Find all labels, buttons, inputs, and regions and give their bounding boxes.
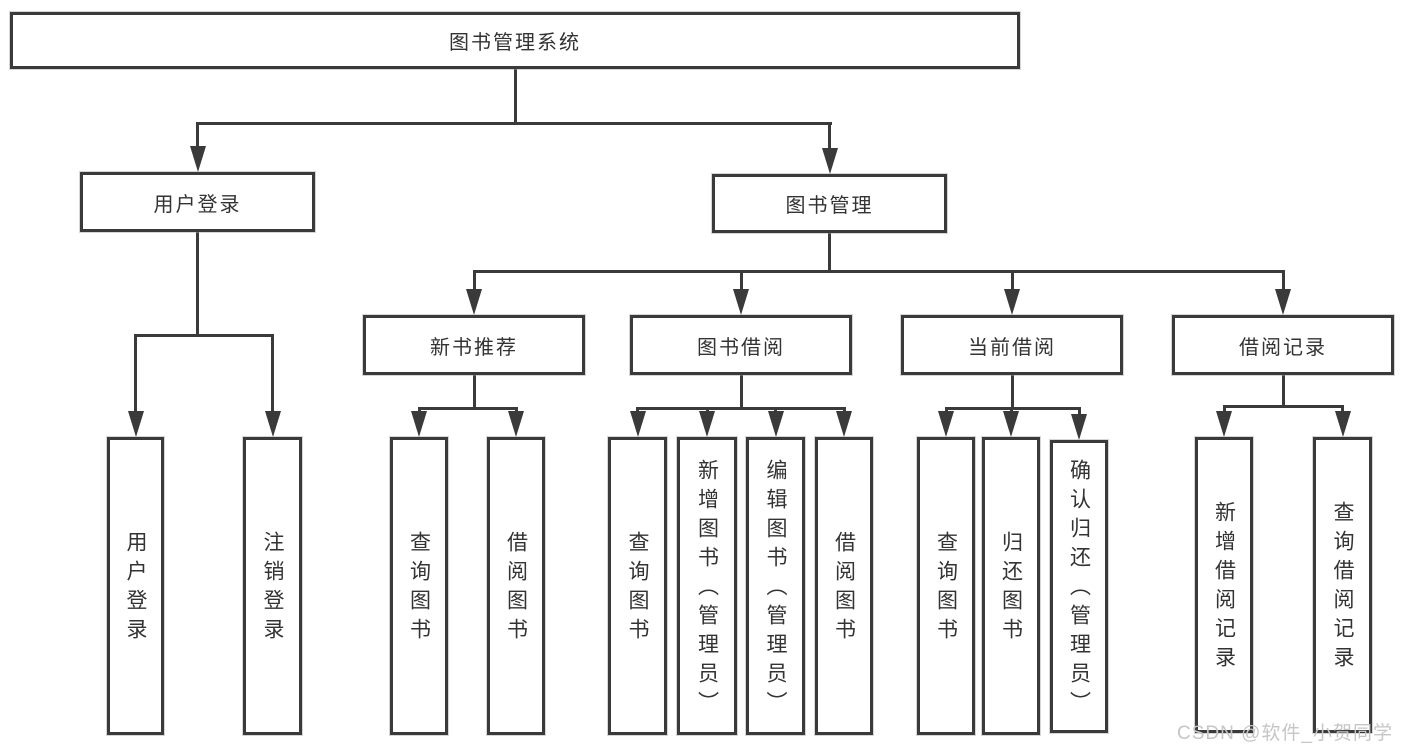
node-borrow-record: 借阅记录 [1172, 315, 1394, 375]
connector-arrowhead [411, 411, 427, 437]
node-nbr-query-books: 查询图书 [390, 437, 448, 735]
connector-line [828, 231, 831, 273]
node-bb-query-books: 查询图书 [608, 437, 667, 735]
node-cb-return-books: 归还图书 [982, 437, 1040, 735]
connector-line [1282, 270, 1285, 297]
connector-line [740, 373, 743, 410]
connector-line [514, 66, 517, 125]
connector-arrowhead [836, 411, 852, 437]
connector-line [134, 334, 137, 419]
connector-line [945, 407, 1081, 410]
connector-line [196, 122, 832, 125]
connector-arrowhead [1003, 411, 1019, 437]
connector-arrowhead [699, 411, 715, 437]
node-login: 用户登录 [107, 437, 164, 735]
node-nbr-borrow-books: 借阅图书 [487, 437, 545, 735]
connector-line [473, 373, 476, 410]
connector-arrowhead [768, 411, 784, 437]
connector-arrowhead [265, 411, 281, 437]
connector-line [271, 334, 274, 419]
connector-line [1011, 373, 1014, 410]
connector-arrowhead [733, 289, 749, 315]
connector-line [134, 334, 274, 337]
node-book-borrow: 图书借阅 [630, 315, 852, 375]
node-book-mgmt: 图书管理 [712, 174, 947, 233]
node-current-borrow: 当前借阅 [901, 315, 1123, 375]
connector-line [1282, 373, 1285, 408]
node-bb-edit-books-admin: 编辑图书（管理员） [746, 437, 805, 735]
connector-arrowhead [822, 148, 838, 174]
connector-arrowhead [938, 411, 954, 437]
connector-line [196, 230, 199, 337]
connector-line [740, 270, 743, 297]
node-cb-confirm-return-admin: 确认归还（管理员） [1050, 440, 1108, 733]
connector-arrowhead [1275, 289, 1291, 315]
connector-line [196, 122, 199, 154]
node-root: 图书管理系统 [10, 12, 1020, 69]
connector-arrowhead [1335, 411, 1351, 437]
node-bb-borrow-books: 借阅图书 [815, 437, 873, 735]
connector-arrowhead [1216, 411, 1232, 437]
connector-line [636, 407, 846, 410]
node-new-book-rec: 新书推荐 [363, 315, 585, 375]
connector-line [473, 270, 1284, 273]
csdn-watermark: CSDN @软件_小贺同学 [1177, 723, 1393, 744]
connector-arrowhead [128, 411, 144, 437]
connector-line [828, 122, 831, 156]
connector-line [473, 270, 476, 297]
node-bb-add-books-admin: 新增图书（管理员） [677, 437, 737, 735]
node-br-add-record: 新增借阅记录 [1195, 437, 1253, 733]
connector-arrowhead [190, 146, 206, 172]
connector-line [1011, 270, 1014, 297]
connector-arrowhead [1004, 289, 1020, 315]
connector-line [418, 407, 517, 410]
connector-arrowhead [630, 411, 646, 437]
connector-line [1223, 405, 1344, 408]
connector-arrowhead [1071, 414, 1087, 440]
node-cb-query-books: 查询图书 [917, 437, 975, 735]
connector-arrowhead [508, 411, 524, 437]
node-br-query-record: 查询借阅记录 [1313, 437, 1372, 733]
connector-arrowhead [466, 289, 482, 315]
node-logout: 注销登录 [243, 437, 302, 735]
node-user-login: 用户登录 [80, 172, 315, 232]
